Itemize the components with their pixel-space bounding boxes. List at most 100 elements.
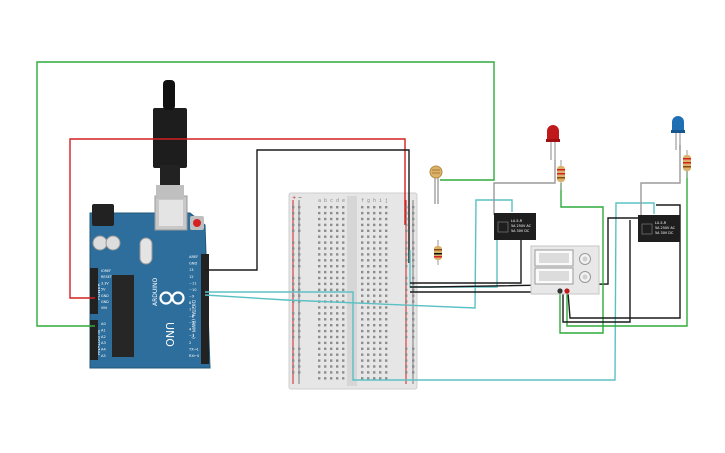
breadboard-hole[interactable]	[405, 347, 408, 350]
breadboard-hole[interactable]	[330, 365, 333, 368]
breadboard-hole[interactable]	[298, 223, 301, 227]
breadboard-hole[interactable]	[405, 211, 408, 215]
breadboard-hole[interactable]	[318, 312, 321, 315]
breadboard-hole[interactable]	[324, 359, 327, 362]
breadboard-hole[interactable]	[361, 353, 364, 356]
breadboard-hole[interactable]	[361, 365, 364, 368]
breadboard-hole[interactable]	[361, 223, 364, 227]
breadboard-hole[interactable]	[298, 265, 301, 268]
breadboard-hole[interactable]	[342, 229, 345, 232]
breadboard-hole[interactable]	[405, 259, 408, 262]
breadboard-hole[interactable]	[405, 223, 408, 227]
breadboard-hole[interactable]	[324, 335, 327, 339]
breadboard-hole[interactable]	[361, 318, 364, 321]
breadboard-hole[interactable]	[367, 282, 370, 286]
breadboard-hole[interactable]	[324, 347, 327, 350]
breadboard-hole[interactable]	[412, 353, 415, 356]
breadboard-hole[interactable]	[292, 223, 295, 227]
power-supply-module[interactable]	[530, 245, 600, 295]
breadboard-hole[interactable]	[405, 265, 408, 268]
breadboard-hole[interactable]	[379, 377, 382, 380]
breadboard-hole[interactable]	[324, 365, 327, 368]
breadboard-hole[interactable]	[342, 359, 345, 362]
breadboard-hole[interactable]	[330, 377, 333, 380]
breadboard-hole[interactable]	[318, 241, 321, 244]
breadboard-hole[interactable]	[361, 217, 364, 221]
breadboard-hole[interactable]	[324, 341, 327, 345]
breadboard-hole[interactable]	[292, 259, 295, 262]
breadboard-hole[interactable]	[292, 324, 295, 327]
breadboard-hole[interactable]	[292, 329, 295, 333]
breadboard-hole[interactable]	[385, 306, 388, 309]
breadboard-hole[interactable]	[318, 306, 321, 309]
breadboard-hole[interactable]	[318, 353, 321, 356]
breadboard-hole[interactable]	[336, 324, 339, 327]
breadboard-hole[interactable]	[367, 294, 370, 297]
breadboard-hole[interactable]	[367, 259, 370, 262]
breadboard-hole[interactable]	[336, 206, 339, 209]
breadboard-hole[interactable]	[336, 270, 339, 274]
breadboard-hole[interactable]	[373, 229, 376, 232]
resistor-ldr[interactable]	[434, 240, 442, 265]
breadboard-hole[interactable]	[342, 353, 345, 356]
breadboard-hole[interactable]	[379, 353, 382, 356]
breadboard-hole[interactable]	[412, 276, 415, 280]
breadboard-hole[interactable]	[330, 253, 333, 256]
breadboard-hole[interactable]	[318, 270, 321, 274]
breadboard-hole[interactable]	[405, 276, 408, 280]
breadboard-hole[interactable]	[405, 329, 408, 333]
breadboard-hole[interactable]	[379, 235, 382, 238]
breadboard-hole[interactable]	[412, 300, 415, 303]
breadboard-hole[interactable]	[385, 270, 388, 274]
breadboard-hole[interactable]	[342, 335, 345, 339]
breadboard-hole[interactable]	[292, 265, 295, 268]
breadboard-hole[interactable]	[318, 247, 321, 250]
breadboard-hole[interactable]	[385, 276, 388, 280]
breadboard-hole[interactable]	[379, 265, 382, 268]
breadboard-hole[interactable]	[342, 217, 345, 221]
breadboard-hole[interactable]	[373, 217, 376, 221]
breadboard-hole[interactable]	[298, 211, 301, 215]
breadboard-hole[interactable]	[318, 276, 321, 280]
breadboard-hole[interactable]	[298, 353, 301, 356]
breadboard-hole[interactable]	[330, 270, 333, 274]
breadboard-hole[interactable]	[373, 259, 376, 262]
breadboard-hole[interactable]	[324, 223, 327, 227]
breadboard-hole[interactable]	[385, 294, 388, 297]
breadboard-hole[interactable]	[342, 270, 345, 274]
breadboard-hole[interactable]	[324, 276, 327, 280]
breadboard-hole[interactable]	[373, 282, 376, 286]
breadboard-hole[interactable]	[342, 312, 345, 315]
breadboard-hole[interactable]	[318, 217, 321, 221]
breadboard-hole[interactable]	[373, 347, 376, 350]
breadboard-hole[interactable]	[385, 335, 388, 339]
breadboard-hole[interactable]	[342, 288, 345, 291]
breadboard-hole[interactable]	[318, 206, 321, 209]
breadboard-hole[interactable]	[405, 318, 408, 321]
breadboard-hole[interactable]	[367, 359, 370, 362]
breadboard-hole[interactable]	[379, 347, 382, 350]
breadboard-hole[interactable]	[298, 247, 301, 250]
breadboard-hole[interactable]	[367, 347, 370, 350]
breadboard-hole[interactable]	[379, 253, 382, 256]
breadboard-hole[interactable]	[324, 294, 327, 297]
breadboard-hole[interactable]	[379, 371, 382, 374]
breadboard-hole[interactable]	[367, 306, 370, 309]
breadboard-hole[interactable]	[385, 324, 388, 327]
breadboard-hole[interactable]	[385, 318, 388, 321]
breadboard-hole[interactable]	[336, 265, 339, 268]
breadboard-hole[interactable]	[405, 324, 408, 327]
breadboard-hole[interactable]	[298, 324, 301, 327]
breadboard-hole[interactable]	[373, 365, 376, 368]
breadboard-hole[interactable]	[379, 306, 382, 309]
breadboard-hole[interactable]	[412, 371, 415, 374]
breadboard-hole[interactable]	[361, 341, 364, 345]
breadboard-hole[interactable]	[330, 247, 333, 250]
breadboard-hole[interactable]	[405, 359, 408, 362]
breadboard-hole[interactable]	[292, 335, 295, 339]
breadboard-hole[interactable]	[330, 359, 333, 362]
breadboard-hole[interactable]	[367, 341, 370, 345]
breadboard-hole[interactable]	[405, 253, 408, 256]
breadboard-hole[interactable]	[298, 347, 301, 350]
breadboard-hole[interactable]	[342, 294, 345, 297]
